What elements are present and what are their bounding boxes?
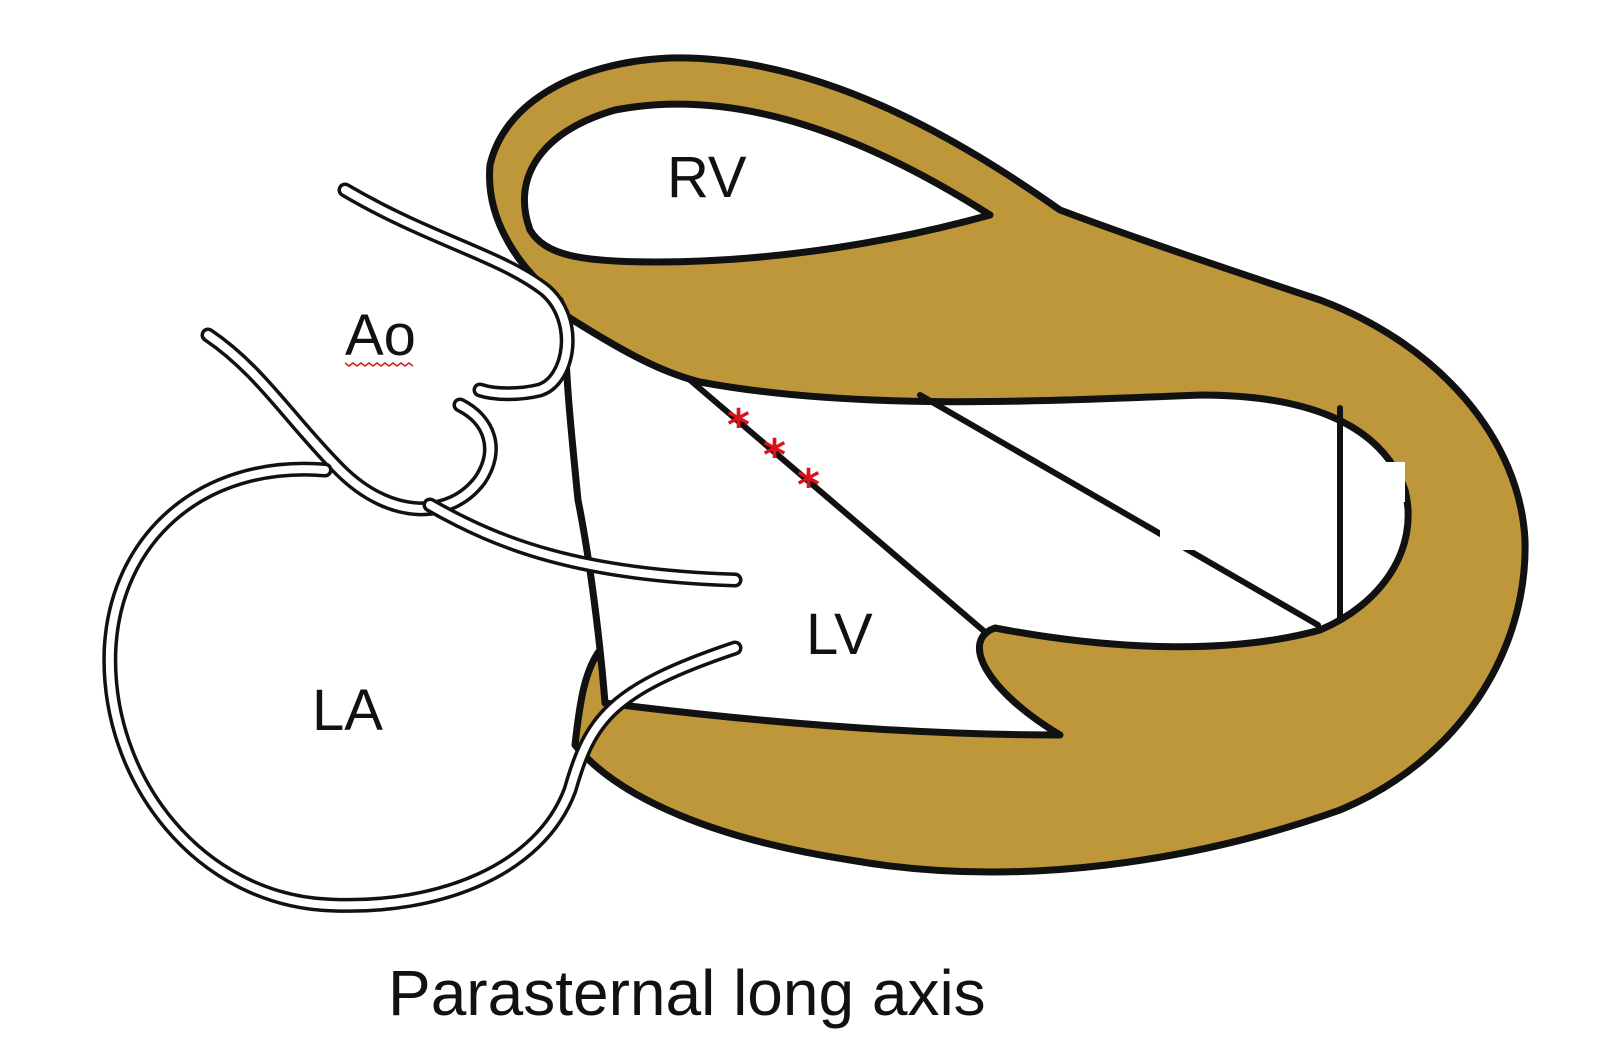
diagram-gap-3 (1160, 520, 1200, 550)
lv-cavity (561, 311, 1412, 739)
diagram-caption: Parasternal long axis (388, 957, 986, 1029)
label-rv: RV (667, 145, 747, 210)
mitral-anterior-leaflet (422, 497, 743, 588)
marker-asterisk-1: * (727, 400, 750, 451)
diagram-gap-4 (1385, 462, 1405, 502)
diagram-gap-2 (1112, 462, 1148, 492)
marker-asterisk-2: * (763, 430, 786, 481)
rv-cavity (521, 100, 994, 266)
spellcheck-underline (344, 362, 414, 367)
left-atrium (102, 461, 743, 913)
measurement-line-2 (917, 392, 1321, 628)
marker-asterisk-3: * (797, 460, 820, 511)
label-lv: LV (806, 602, 873, 667)
label-ao: Ao (345, 303, 416, 368)
aorta-upper-wall (337, 182, 575, 402)
measurement-line-1 (687, 377, 988, 635)
diagram-gap-1 (915, 455, 929, 503)
label-la: LA (312, 678, 383, 743)
aortic-lower-wall (200, 327, 498, 517)
